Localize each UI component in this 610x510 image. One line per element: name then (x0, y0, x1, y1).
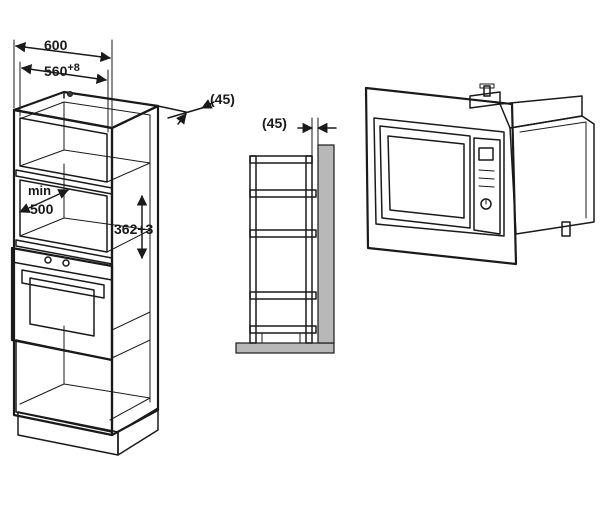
dim-line-inner-width (20, 64, 108, 84)
microwave-front (373, 117, 505, 237)
oven-control-strip (11, 261, 113, 281)
dim-min-label: min (28, 183, 51, 198)
dim-rear-gap-top: (45) (210, 91, 235, 107)
dim-line-depth (19, 189, 69, 213)
section-base (249, 325, 317, 334)
cabinet-side-panel (110, 104, 160, 437)
display-window (478, 147, 494, 161)
section-cabinet-back (305, 155, 313, 344)
cabinet-plinth-side (117, 407, 159, 456)
control-panel (473, 137, 501, 235)
microwave-with-frame (364, 83, 595, 266)
section-shelf-3 (249, 291, 317, 300)
dim-min-depth: 500 (30, 201, 54, 217)
oven-knob-left (44, 256, 52, 264)
section-shelf-1 (249, 189, 317, 198)
oven-window (29, 277, 95, 337)
microwave-window (387, 135, 465, 219)
side-section-view: (45) (235, 115, 337, 354)
cabinet-top (12, 90, 160, 130)
trim-frame (364, 86, 518, 266)
cabinet-front (12, 108, 114, 437)
tall-cabinet: 600 560+8 min 500 362+3 (45) (10, 37, 235, 456)
section-shelf-2 (249, 229, 317, 238)
section-wall (317, 144, 335, 344)
dim-niche-height: 362+3 (114, 221, 154, 237)
oven-knob-right (62, 259, 70, 267)
bracket-screw (483, 85, 491, 97)
microwave-door (379, 125, 471, 229)
oven-handle-area (21, 269, 105, 299)
cabinet-top-fixing (67, 91, 73, 97)
cabinet-shelf-1 (15, 169, 113, 195)
control-knob (480, 198, 492, 210)
microwave-foot (561, 221, 571, 237)
dim-inner-width: 560+8 (44, 62, 80, 79)
microwave-body-side (509, 115, 595, 235)
cabinet-shelf-2 (15, 239, 113, 265)
dim-line-width (14, 41, 112, 63)
built-in-oven (10, 246, 114, 362)
dim-rear-gap-side: (45) (262, 115, 287, 131)
compartment-lower (15, 339, 113, 433)
dim-cabinet-width: 600 (44, 37, 68, 53)
section-floor (235, 342, 335, 354)
section-cabinet-side (249, 155, 257, 344)
section-top (249, 155, 313, 164)
